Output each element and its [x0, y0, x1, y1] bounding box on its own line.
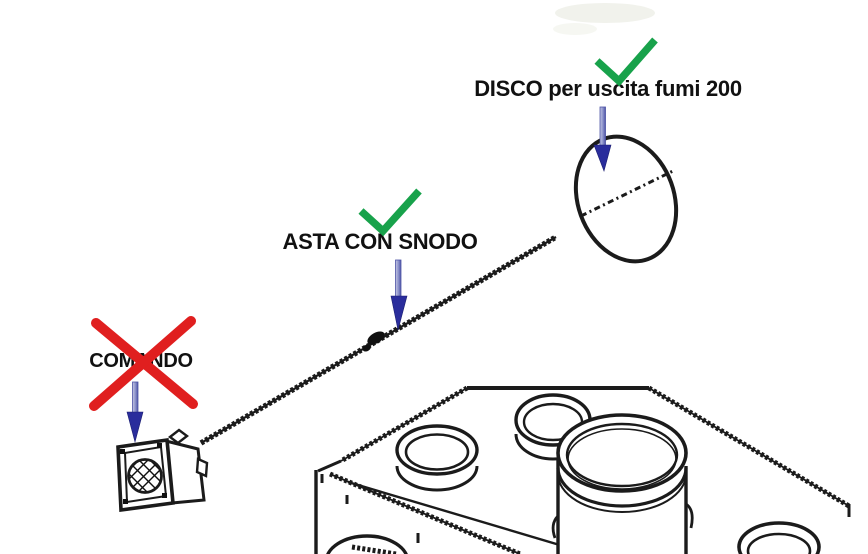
stove-left-edge-hatched: [339, 385, 469, 464]
stove-front-bevel: [320, 471, 591, 554]
cross-icon-comando: [89, 316, 198, 411]
flue-collar-bottom: [326, 534, 408, 554]
check-icon-disco: [594, 37, 658, 87]
artifact-smudge-2: [553, 23, 597, 35]
check-icon-asta: [358, 188, 422, 237]
arrow-down-icon-comando: [126, 381, 144, 444]
stove-top-line-drawing: [314, 385, 851, 554]
annotation-disco-label: DISCO per uscita fumi 200: [474, 76, 742, 101]
rod-joint: [362, 331, 385, 352]
control-unit-part: [116, 428, 209, 513]
flue-disc-part: [573, 134, 679, 264]
flue-collar-left: [395, 424, 479, 492]
rod-part: [199, 234, 558, 446]
artifact-smudge: [555, 3, 655, 23]
flue-outlet-cylinder: [551, 413, 694, 554]
flue-collar-right: [737, 521, 821, 554]
control-knob: [168, 428, 189, 445]
arrow-down-icon-asta: [390, 259, 408, 331]
arrow-down-icon-disco: [593, 106, 612, 172]
annotation-asta-label: ASTA CON SNODO: [282, 229, 478, 254]
stove-right-edge-hatched: [647, 385, 851, 509]
control-grille-icon: [127, 458, 163, 494]
